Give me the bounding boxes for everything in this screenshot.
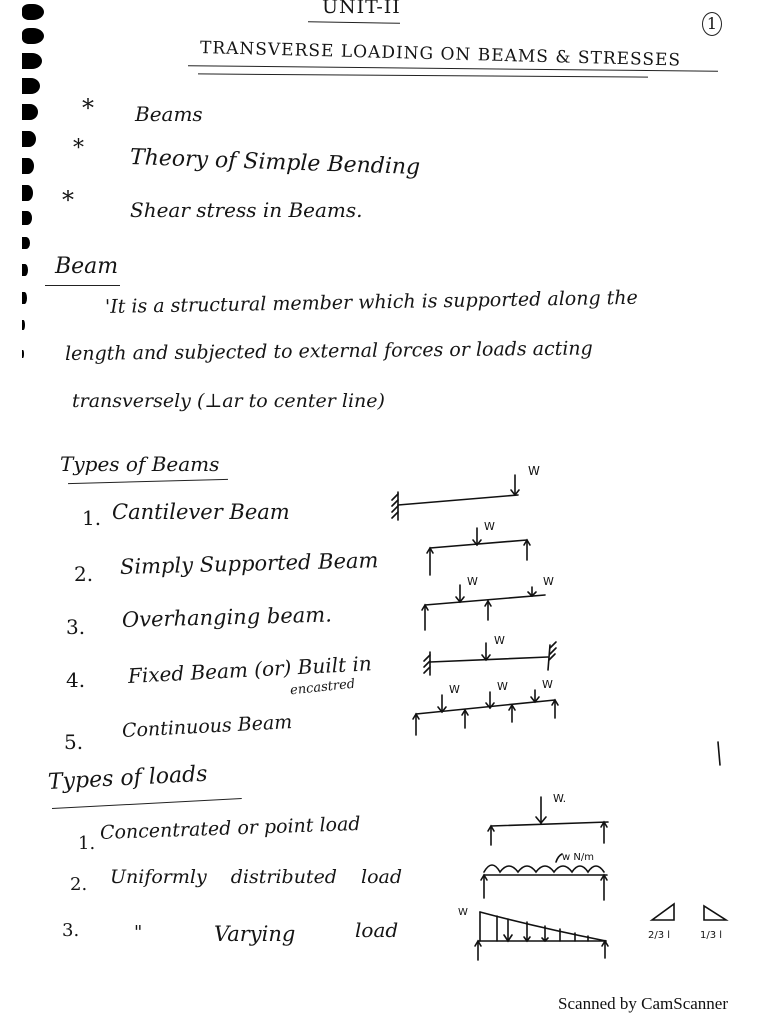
topic-bullet: * — [73, 136, 84, 161]
beam-type-number: 1. — [82, 506, 102, 530]
beam-type-number: 3. — [66, 615, 86, 639]
cantilever-diagram: W — [391, 464, 540, 521]
topic-item: Beams — [135, 102, 203, 126]
svg-text:W: W — [458, 907, 468, 918]
svg-text:W: W — [497, 680, 508, 693]
binder-hole — [22, 185, 33, 201]
binder-hole — [22, 237, 30, 249]
svg-text:W: W — [494, 634, 505, 647]
binder-hole — [22, 78, 40, 94]
svg-text:W: W — [528, 464, 540, 478]
overhanging-diagram: W W — [421, 575, 554, 631]
beam-type-label: Cantilever Beam — [112, 500, 290, 524]
svg-text:W: W — [542, 678, 553, 691]
page-number: 1 — [702, 12, 722, 36]
udl-diagram: w N/m — [480, 852, 608, 901]
binder-hole — [22, 131, 36, 147]
svg-text:W: W — [467, 575, 478, 588]
unit-heading: UNIT-II — [322, 0, 401, 18]
simply-supported-diagram: W — [426, 520, 531, 576]
binder-hole — [22, 104, 38, 120]
svg-text:W: W — [484, 520, 495, 533]
svg-text:2/3 l: 2/3 l — [648, 930, 670, 941]
binder-hole — [22, 158, 34, 174]
svg-text:W: W — [543, 575, 554, 588]
binder-hole — [22, 320, 25, 330]
binder-hole — [22, 28, 44, 44]
svg-text:W.: W. — [553, 792, 566, 805]
svg-text:1/3 l: 1/3 l — [700, 930, 722, 941]
beam-underline — [45, 285, 120, 286]
topic-item: Shear stress in Beams. — [130, 198, 363, 222]
load-type-number: 1. — [78, 833, 96, 854]
binder-hole — [22, 4, 44, 20]
load-type-label: Uniformly distributed load — [110, 866, 403, 888]
topic-bullet: * — [82, 94, 94, 122]
fixed-beam-diagram: W — [423, 634, 557, 676]
continuous-beam-diagram: W W W — [412, 678, 559, 736]
load-type-label: load — [355, 918, 399, 942]
beam-type-number: 4. — [66, 668, 86, 692]
binder-hole — [22, 211, 32, 225]
load-type-label: Varying — [214, 922, 296, 946]
definition-line: transversely (⊥ar to center line) — [72, 390, 385, 412]
stray-mark — [717, 741, 721, 766]
svg-text:w N/m: w N/m — [562, 852, 594, 863]
svg-text:W: W — [449, 683, 460, 696]
scanner-watermark: Scanned by CamScanner — [558, 994, 728, 1013]
beam-type-number: 5. — [64, 730, 84, 754]
topic-bullet: * — [62, 186, 74, 214]
beam-heading: Beam — [55, 254, 119, 279]
binder-hole — [22, 292, 27, 304]
types-of-beams-heading: Types of Beams — [60, 452, 220, 476]
load-type-number: 2. — [70, 874, 88, 895]
beam-type-number: 2. — [74, 562, 94, 586]
binder-hole — [22, 264, 28, 276]
triangle-diagrams: 2/3 l 1/3 l — [648, 902, 729, 941]
binder-hole — [22, 53, 42, 69]
ditto-mark: " — [134, 922, 143, 943]
load-type-number: 3. — [62, 920, 80, 941]
point-load-diagram: W. — [487, 792, 609, 846]
uvl-diagram: W — [458, 907, 609, 961]
binder-hole — [22, 350, 24, 358]
binder-holes — [22, 0, 52, 420]
